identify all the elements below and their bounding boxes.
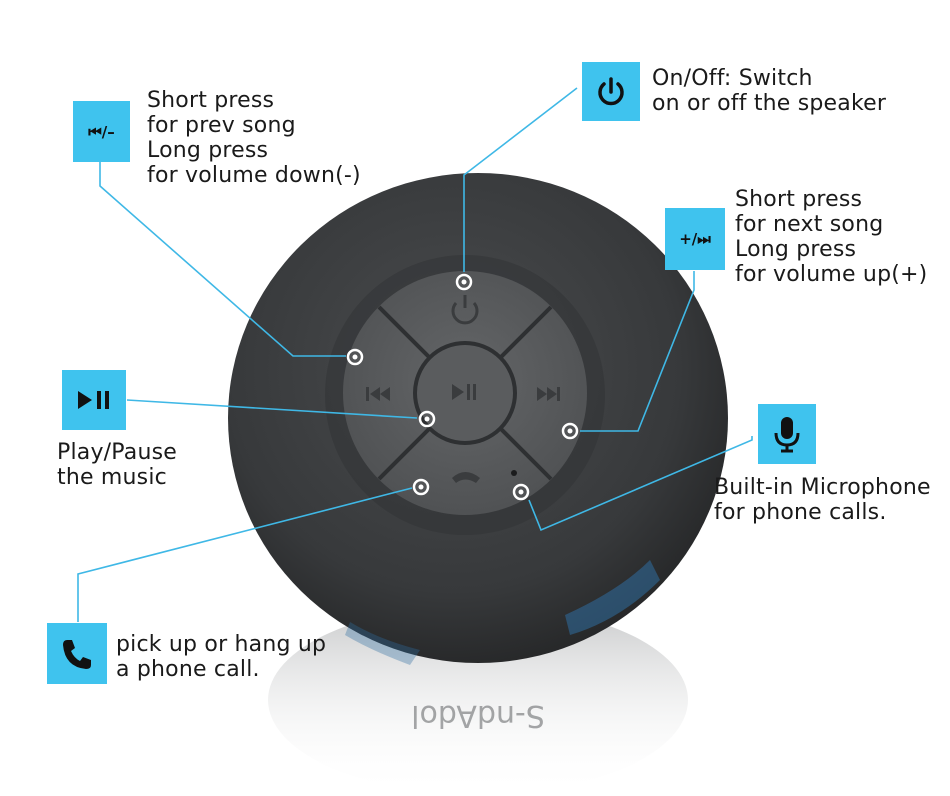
mic-callout-text: Built-in Microphone for phone calls.: [714, 475, 931, 525]
prev-callout-text: Short press for prev song Long press for…: [147, 88, 361, 188]
power-line-1: On/Off: Switch: [652, 66, 813, 91]
prev-line-4: for volume down(-): [147, 163, 361, 188]
mic-connector-line: [528, 436, 753, 532]
suction-cup-edge-left: [345, 622, 420, 665]
play-line-1: Play/Pause: [57, 440, 177, 465]
play-line-2: the music: [57, 465, 167, 490]
speaker-reflection: [268, 605, 688, 795]
mic-line-1: Built-in Microphone: [714, 475, 931, 500]
next-callout-text: Short press for next song Long press for…: [735, 187, 927, 287]
play-connector-line: [126, 399, 418, 419]
next-line-4: for volume up(+): [735, 262, 928, 287]
microphone-hole: [511, 470, 517, 476]
play-callout-text: Play/Pause the music: [57, 440, 177, 490]
next-line-3: Long press: [735, 237, 857, 262]
power-connector-line: [463, 87, 578, 272]
prev-volume-down-badge: ⏮/–: [73, 101, 130, 162]
next-volume-up-badge: +/⏭: [665, 208, 725, 270]
microphone-badge: [758, 404, 816, 464]
phone-line-1: pick up or hang up: [116, 632, 327, 657]
next-line-1: Short press: [735, 187, 863, 212]
power-badge: [582, 62, 640, 121]
target-prev: [346, 348, 364, 366]
pad-next-symbol: [537, 387, 560, 401]
pad-phone-symbol: [452, 472, 480, 483]
plus-next-icon: +/⏭: [679, 230, 711, 248]
target-play: [418, 410, 436, 428]
prev-line-2: for prev song: [147, 113, 296, 138]
phone-line-2: a phone call.: [116, 657, 260, 682]
prev-connector-line: [99, 162, 346, 357]
microphone-icon: [774, 417, 800, 453]
prev-line-3: Long press: [147, 138, 269, 163]
next-line-2: for next song: [735, 212, 884, 237]
target-power: [455, 273, 473, 291]
center-play-button[interactable]: [413, 341, 517, 445]
target-phone: [412, 478, 430, 496]
phone-icon: [63, 639, 91, 669]
play-pause-icon: [78, 391, 109, 409]
prev-minus-icon: ⏮/–: [88, 122, 115, 141]
brand-reflection-text: S-ndAdol: [411, 698, 545, 733]
prev-line-1: Short press: [147, 88, 275, 113]
pad-power-symbol: [451, 295, 479, 325]
phone-callout-text: pick up or hang up a phone call.: [116, 632, 326, 682]
play-pause-badge: [62, 370, 126, 430]
pad-prev-symbol: [366, 387, 390, 401]
phone-badge: [47, 623, 107, 684]
target-markers: [346, 273, 579, 501]
mic-line-2: for phone calls.: [714, 500, 887, 525]
pad-play-symbol: [452, 384, 476, 400]
power-icon: [598, 76, 624, 105]
next-connector-line: [580, 271, 695, 432]
power-line-2: on or off the speaker: [652, 91, 887, 116]
phone-connector-line: [77, 487, 413, 622]
target-next: [561, 422, 579, 440]
suction-cup-edge: [565, 560, 660, 635]
power-callout-text: On/Off: Switch on or off the speaker: [652, 66, 886, 116]
target-mic: [512, 483, 530, 501]
